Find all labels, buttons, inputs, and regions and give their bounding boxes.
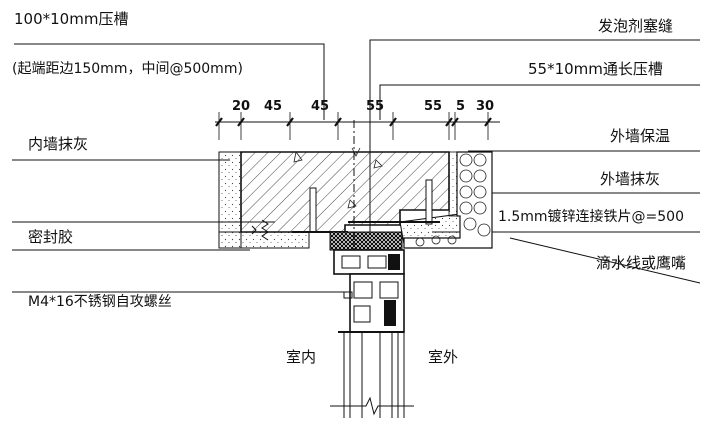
label-foam-sealant: 发泡剂塞缝 [598, 17, 673, 35]
label-indoor: 室内 [286, 348, 316, 366]
label-drip-line: 滴水线或鹰嘴 [596, 254, 686, 272]
label-outer-insulation: 外墙保温 [610, 127, 670, 145]
foam-sealant-fill [329, 231, 403, 251]
dim-55-b: 55 [424, 99, 442, 114]
leader-lines [12, 39, 701, 293]
label-steel-plate: 1.5mm镀锌连接铁片@=500 [498, 208, 684, 225]
label-through-groove: 55*10mm通长压槽 [528, 60, 663, 78]
dim-30: 30 [476, 99, 494, 114]
label-inner-plaster: 内墙抹灰 [28, 135, 88, 153]
dim-5: 5 [456, 99, 465, 114]
outer-insulation-layer [403, 151, 493, 249]
sealant-beads [251, 219, 269, 241]
inner-plaster-layer [218, 151, 310, 249]
label-screw: M4*16不锈钢自攻螺丝 [28, 294, 172, 310]
label-top-groove-note: (起端距边150mm，中间@500mm) [12, 61, 243, 77]
dim-45-b: 45 [311, 99, 329, 114]
label-outer-plaster: 外墙抹灰 [600, 170, 660, 188]
label-top-groove: 100*10mm压槽 [14, 10, 128, 28]
window-frame-profile [330, 249, 414, 418]
dim-45-a: 45 [264, 99, 282, 114]
dim-55-a: 55 [366, 99, 384, 114]
dimension-line: 20 45 45 55 55 5 30 [215, 99, 500, 140]
dim-20: 20 [232, 99, 250, 114]
label-sealant: 密封胶 [28, 228, 73, 246]
label-outdoor: 室外 [428, 348, 458, 366]
